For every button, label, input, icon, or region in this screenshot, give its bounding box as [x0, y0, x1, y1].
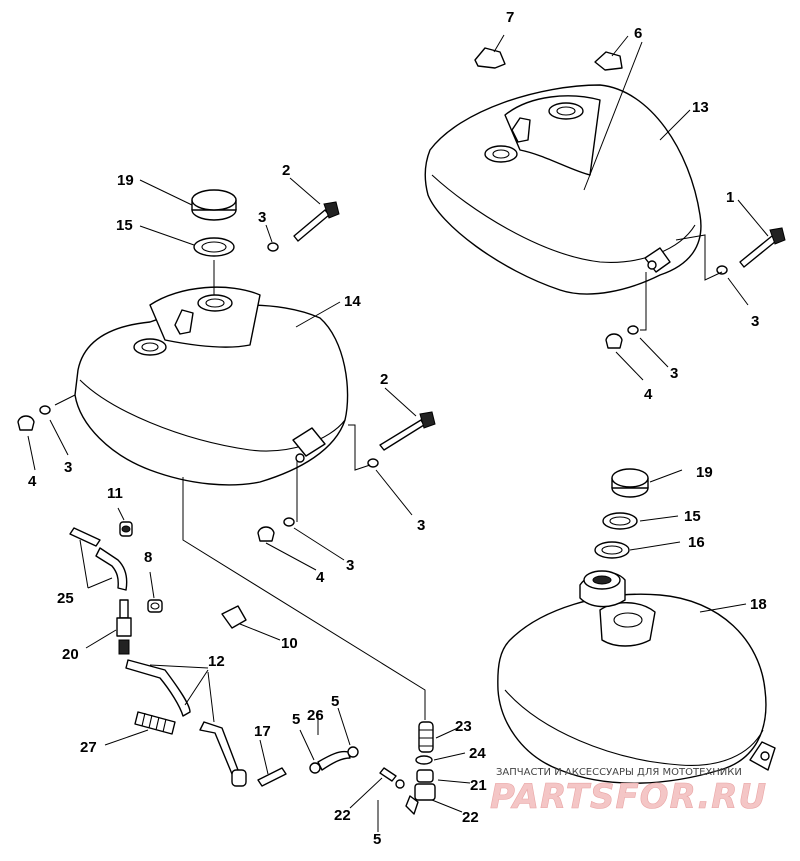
- callout-leaders: [27, 34, 769, 832]
- callout-10: 10: [281, 635, 298, 652]
- watermark-logo: PARTSFOR.RU: [490, 777, 767, 817]
- part-18-fuel-tank: [497, 570, 776, 784]
- watermark-caption: ЗАПЧАСТИ И АКСЕССУАРЫ ДЛЯ МОТОТЕХНИКИ: [496, 767, 742, 778]
- part-19-filler-cap-left: [191, 189, 237, 221]
- part-20-fitting: [116, 599, 132, 655]
- callout-4: 4: [316, 569, 325, 586]
- callout-5: 5: [292, 711, 300, 728]
- part-19-filler-cap-right: [611, 468, 649, 498]
- callout-21: 21: [470, 777, 487, 794]
- part-15-gasket-left: [193, 237, 235, 257]
- callout-3: 3: [64, 459, 72, 476]
- part-1-bolt: [739, 227, 786, 268]
- callout-3: 3: [346, 557, 354, 574]
- callout-1: 1: [726, 189, 734, 206]
- callout-2: 2: [282, 162, 290, 179]
- part-15-gasket-right: [602, 512, 638, 530]
- part-10-clamp: [221, 605, 247, 629]
- part-14-tank-half-left: [74, 286, 349, 486]
- callout-12: 12: [208, 653, 225, 670]
- callout-8: 8: [144, 549, 152, 566]
- part-17-fitting: [257, 767, 287, 787]
- callout-3: 3: [670, 365, 678, 382]
- part-13-tank-half-right: [424, 84, 702, 295]
- callout-15: 15: [684, 508, 701, 525]
- callout-24: 24: [469, 745, 486, 762]
- callout-11: 11: [107, 485, 123, 502]
- callout-22: 22: [334, 807, 351, 824]
- part-6-clip: [594, 51, 623, 71]
- callout-25: 25: [57, 590, 74, 607]
- callout-7: 7: [506, 9, 514, 26]
- callout-13: 13: [692, 99, 709, 116]
- part-22-petcock-parts: [379, 767, 405, 789]
- callout-27: 27: [80, 739, 97, 756]
- callout-19: 19: [117, 172, 134, 189]
- callout-4: 4: [28, 473, 37, 490]
- part-25-hose: [69, 527, 128, 591]
- part-8-clamp: [147, 599, 163, 613]
- part-21-petcock: [405, 769, 436, 815]
- part-24-washer: [415, 755, 433, 765]
- part-11-grommet: [119, 521, 133, 537]
- watermark: ЗАПЧАСТИ И АКСЕССУАРЫ ДЛЯ МОТОТЕХНИКИ PA…: [490, 767, 767, 817]
- callout-16: 16: [688, 534, 705, 551]
- part-2-bolt-lower: [379, 411, 436, 451]
- callout-23: 23: [455, 718, 472, 735]
- callout-labels: 7 6 13 1 3 3 4 19 2 15 3 14 2 3 4 3 3 4 …: [28, 9, 767, 848]
- callout-3: 3: [751, 313, 759, 330]
- callout-2: 2: [380, 371, 388, 388]
- callout-26: 26: [307, 707, 324, 724]
- part-3-washers: [39, 242, 728, 527]
- part-27-spring: [134, 711, 176, 735]
- callout-3: 3: [417, 517, 425, 534]
- callout-4: 4: [644, 386, 653, 403]
- callout-19: 19: [696, 464, 713, 481]
- part-12-fuel-line: [125, 659, 247, 787]
- callout-3: 3: [258, 209, 266, 226]
- callout-14: 14: [344, 293, 361, 310]
- callout-15: 15: [116, 217, 133, 234]
- part-26-hose: [309, 746, 359, 774]
- callout-20: 20: [62, 646, 79, 663]
- callout-18: 18: [750, 596, 767, 613]
- callout-5: 5: [331, 693, 339, 710]
- part-16-gasket: [594, 541, 630, 559]
- part-7-clip: [474, 47, 506, 69]
- callout-17: 17: [254, 723, 271, 740]
- callout-6: 6: [634, 25, 642, 42]
- callout-22: 22: [462, 809, 479, 826]
- part-23-filter: [418, 721, 434, 753]
- assembly-guide-lines: [54, 234, 723, 720]
- callout-5: 5: [373, 831, 381, 848]
- part-2-bolt-upper: [293, 201, 340, 242]
- part-4-acorn-nuts: [17, 333, 623, 542]
